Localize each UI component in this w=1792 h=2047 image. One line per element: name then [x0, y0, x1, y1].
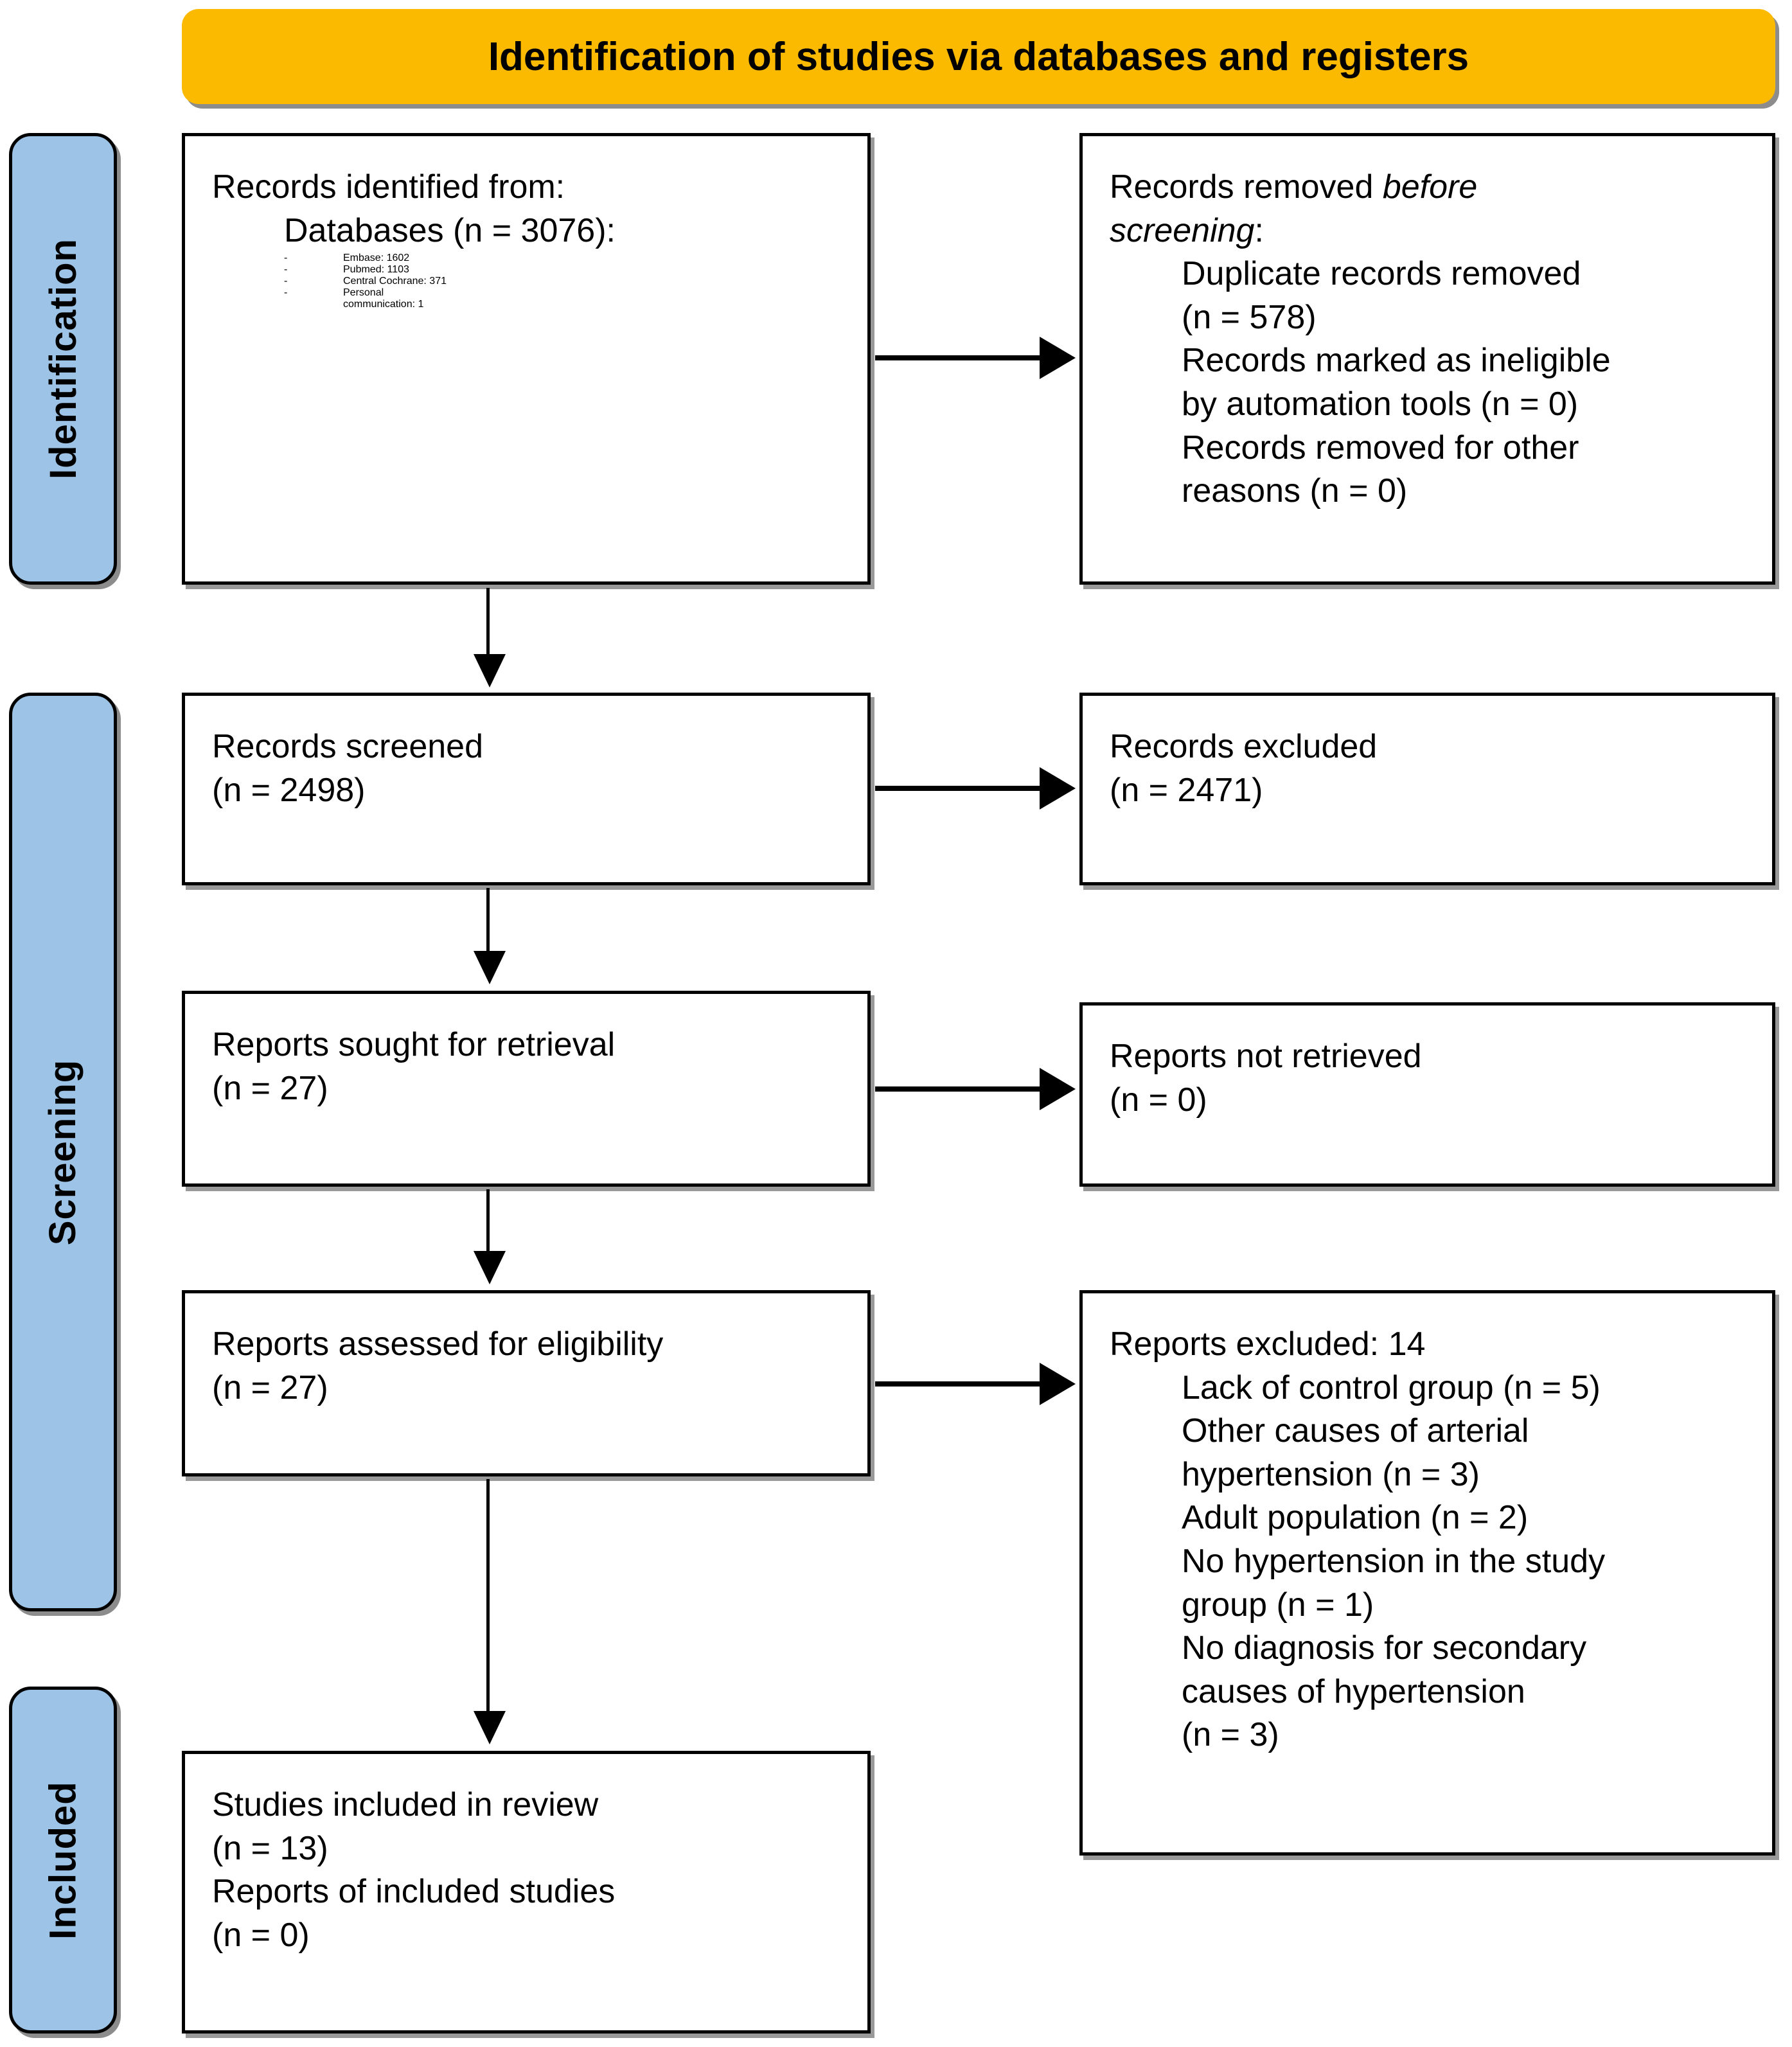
- stage-label-included-text: Included: [42, 1780, 84, 1940]
- box-records-excluded: Records excluded (n = 2471): [1079, 693, 1775, 885]
- source-label: communication: 1: [343, 299, 424, 310]
- arrow-down-icon: [474, 1251, 506, 1284]
- box-reports-excluded: Reports excluded: 14 Lack of control gro…: [1079, 1290, 1775, 1856]
- arrow-down-icon: [474, 654, 506, 687]
- records-screened-label: Records screened: [212, 728, 483, 765]
- source-item: - Embase: 1602: [212, 253, 842, 264]
- arrow-right-icon: [1040, 1363, 1076, 1405]
- source-item: - Pubmed: 1103: [212, 264, 842, 276]
- removed-reason-line: reasons (n = 0): [1182, 472, 1408, 510]
- removed-reason-line: (n = 578): [1182, 298, 1317, 336]
- reports-excluded-reason: group (n = 1): [1182, 1586, 1374, 1624]
- reports-not-retrieved-count: (n = 0): [1110, 1081, 1207, 1119]
- reports-excluded-reason: hypertension (n = 3): [1182, 1455, 1480, 1493]
- source-label: Central Cochrane: 371: [343, 276, 447, 287]
- reports-excluded-title: Reports excluded: 14: [1110, 1325, 1426, 1363]
- reports-excluded-reason: Other causes of arterial: [1182, 1412, 1529, 1450]
- reports-sought-label: Reports sought for retrieval: [212, 1026, 616, 1063]
- arrow-right-icon: [1040, 337, 1076, 379]
- source-item-continuation: communication: 1: [212, 299, 842, 310]
- stage-label-screening: Screening: [9, 693, 117, 1611]
- source-label: Personal: [343, 287, 384, 299]
- records-removed-title-italic-1: before: [1382, 168, 1478, 206]
- records-removed-title-italic-2: screening: [1110, 211, 1255, 249]
- stage-label-included: Included: [9, 1687, 117, 2034]
- reports-not-retrieved-label: Reports not retrieved: [1110, 1038, 1422, 1075]
- box-reports-sought-for-retrieval: Reports sought for retrieval (n = 27): [182, 991, 871, 1187]
- records-identified-title: Records identified from:: [212, 168, 565, 206]
- connector-line-identified-to-screened: [486, 588, 490, 659]
- connector-line-screened-to-excluded: [875, 786, 1042, 791]
- diagram-header-banner: Identification of studies via databases …: [182, 9, 1775, 104]
- removed-reason-line: Records removed for other: [1182, 429, 1579, 466]
- arrow-down-icon: [474, 951, 506, 984]
- source-label: Pubmed: 1103: [343, 264, 409, 276]
- source-item: - Personal: [212, 287, 842, 299]
- connector-line-assessed-to-reports-excluded: [875, 1381, 1042, 1387]
- records-removed-title-lead: Records removed: [1110, 168, 1383, 206]
- box-reports-not-retrieved: Reports not retrieved (n = 0): [1079, 1002, 1775, 1187]
- removed-reason-line: by automation tools (n = 0): [1182, 385, 1579, 423]
- arrow-right-icon: [1040, 1068, 1076, 1110]
- reports-excluded-reason: No hypertension in the study: [1182, 1542, 1606, 1580]
- studies-included-count: (n = 13): [212, 1829, 328, 1867]
- bullet-dash-icon: [284, 299, 343, 310]
- reports-of-included-label: Reports of included studies: [212, 1873, 616, 1911]
- bullet-dash-icon: -: [284, 287, 288, 299]
- reports-excluded-reason: Lack of control group (n = 5): [1182, 1369, 1601, 1406]
- records-identified-subtitle: Databases (n = 3076):: [284, 211, 616, 249]
- studies-included-label: Studies included in review: [212, 1786, 599, 1823]
- bullet-dash-icon: -: [284, 264, 288, 276]
- records-excluded-label: Records excluded: [1110, 728, 1378, 765]
- connector-line-identified-to-removed: [875, 355, 1042, 360]
- reports-of-included-count: (n = 0): [212, 1916, 310, 1954]
- records-screened-count: (n = 2498): [212, 771, 366, 809]
- connector-line-screened-to-sought: [486, 888, 490, 953]
- reports-excluded-reason: No diagnosis for secondary: [1182, 1629, 1587, 1667]
- box-records-identified: Records identified from: Databases (n = …: [182, 133, 871, 585]
- stage-label-identification: Identification: [9, 133, 117, 585]
- stage-label-screening-text: Screening: [42, 1059, 84, 1245]
- box-studies-included-in-review: Studies included in review (n = 13) Repo…: [182, 1751, 871, 2034]
- removed-reason-line: Records marked as ineligible: [1182, 342, 1611, 380]
- box-records-screened: Records screened (n = 2498): [182, 693, 871, 885]
- records-removed-title-colon: :: [1254, 211, 1264, 249]
- connector-line-sought-to-not-retrieved: [875, 1086, 1042, 1092]
- removed-reason-line: Duplicate records removed: [1182, 255, 1581, 293]
- reports-assessed-count: (n = 27): [212, 1369, 328, 1406]
- arrow-right-icon: [1040, 767, 1076, 810]
- stage-label-identification-text: Identification: [42, 238, 84, 479]
- records-removed-title-line2: screening:: [1110, 209, 1746, 253]
- connector-line-sought-to-assessed: [486, 1189, 490, 1254]
- source-label: Embase: 1602: [343, 253, 410, 264]
- arrow-down-icon: [474, 1711, 506, 1744]
- reports-excluded-reason: causes of hypertension: [1182, 1672, 1525, 1710]
- banner-title: Identification of studies via databases …: [488, 34, 1469, 79]
- reports-sought-count: (n = 27): [212, 1069, 328, 1107]
- source-item: - Central Cochrane: 371: [212, 276, 842, 287]
- box-records-removed-before-screening: Records removed before screening: Duplic…: [1079, 133, 1775, 585]
- bullet-dash-icon: -: [284, 253, 288, 264]
- bullet-dash-icon: -: [284, 276, 288, 287]
- records-removed-title: Records removed before: [1110, 166, 1746, 209]
- reports-excluded-reason: Adult population (n = 2): [1182, 1499, 1529, 1537]
- box-reports-assessed-for-eligibility: Reports assessed for eligibility (n = 27…: [182, 1290, 871, 1476]
- connector-line-assessed-to-included: [486, 1479, 490, 1714]
- reports-assessed-label: Reports assessed for eligibility: [212, 1325, 664, 1363]
- records-excluded-count: (n = 2471): [1110, 771, 1263, 809]
- reports-excluded-reason: (n = 3): [1182, 1716, 1279, 1754]
